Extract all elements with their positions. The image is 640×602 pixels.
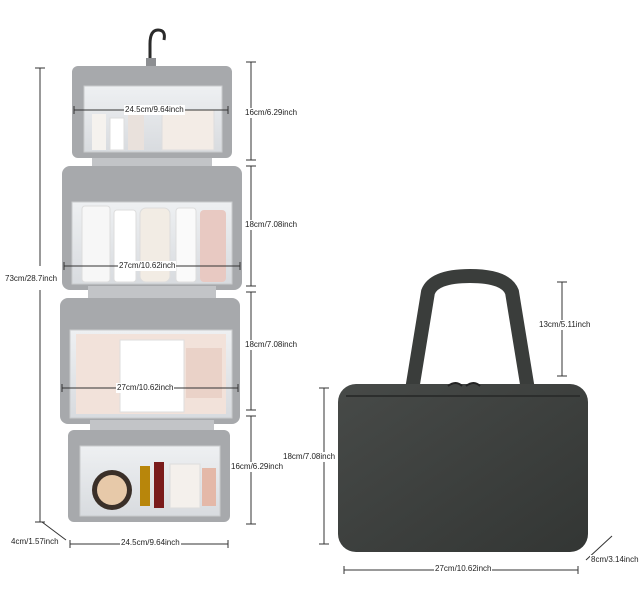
handle-height-label: 13cm/5.11inch	[538, 320, 592, 330]
middle-pouch-2-items	[76, 334, 226, 414]
zipper-pull-icon	[447, 382, 481, 387]
middle-1-width-label: 27cm/10.62inch	[118, 261, 177, 271]
connector-3	[90, 420, 214, 432]
bag-body	[338, 384, 588, 552]
middle-1-height-label: 18cm/7.08inch	[244, 220, 299, 230]
hook-icon	[148, 28, 166, 60]
closed-bag	[338, 268, 588, 552]
middle-2-width-label: 27cm/10.62inch	[116, 383, 175, 393]
bag-height-label: 18cm/7.08inch	[282, 452, 337, 462]
middle-2-height-label: 18cm/7.08inch	[244, 340, 299, 350]
bag-depth-label: 8cm/3.14inch	[590, 555, 640, 565]
top-pouch-items	[92, 109, 215, 151]
hanging-organizer	[60, 28, 242, 522]
bottom-height-label: 16cm/6.29inch	[230, 462, 285, 472]
bag-width-label: 27cm/10.62inch	[434, 564, 493, 574]
bag-handle	[405, 268, 535, 392]
depth-label: 4cm/1.57inch	[10, 537, 60, 547]
bottom-width-label: 24.5cm/9.64inch	[120, 538, 181, 548]
total-length-label: 73cm/28.7inch	[4, 274, 59, 284]
top-width-label: 24.5cm/9.64inch	[124, 105, 185, 115]
connector-2	[88, 286, 216, 300]
top-height-label: 16cm/6.29inch	[244, 108, 299, 118]
bottom-pouch-items	[92, 462, 216, 510]
